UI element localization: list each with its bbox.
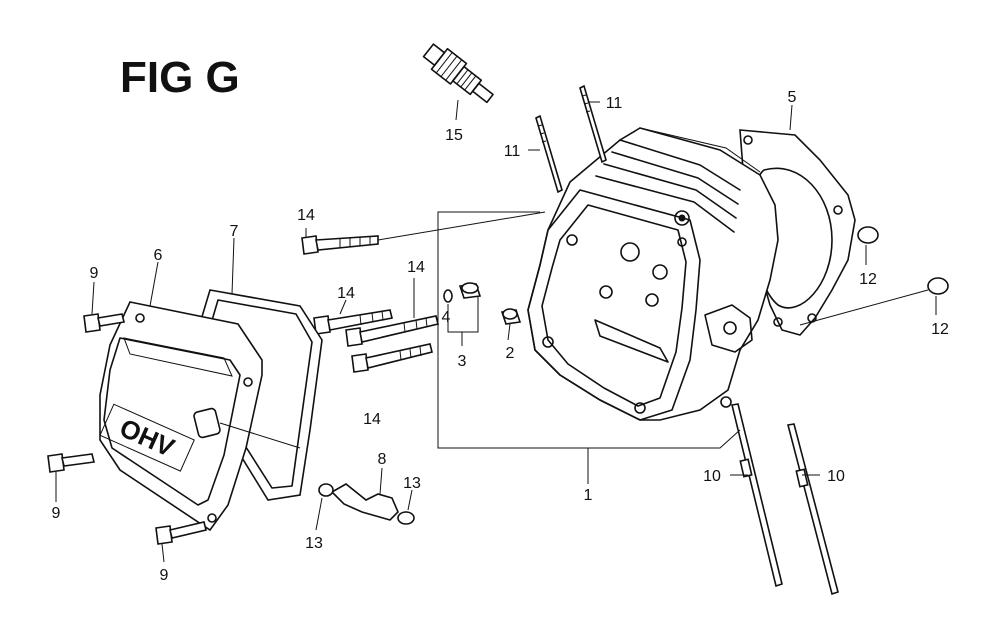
callout-8: 8 <box>378 451 387 468</box>
figure-title: FIG G <box>120 53 240 102</box>
valve-cover-drawing: OHV <box>99 301 263 532</box>
callout-7: 7 <box>230 223 239 240</box>
head-bolts-14-drawing <box>301 235 439 373</box>
cylinder-head-drawing <box>527 127 779 421</box>
breather-tube-drawing <box>318 483 415 525</box>
small-parts-drawing <box>443 282 522 325</box>
callout-3: 3 <box>458 353 467 370</box>
callout-labels: 1 2 3 4 5 6 7 8 9 9 9 10 10 11 11 12 12 … <box>52 89 949 584</box>
callout-13-right: 13 <box>403 475 421 492</box>
callout-5: 5 <box>788 89 797 106</box>
callout-12-top: 12 <box>859 271 877 288</box>
callout-14-middle-right: 14 <box>407 259 425 276</box>
callout-11-right: 11 <box>606 95 623 112</box>
callout-12-right: 12 <box>931 321 949 338</box>
callout-1: 1 <box>584 487 593 504</box>
callout-9-left: 9 <box>52 505 61 522</box>
callout-9-bottom: 9 <box>160 567 169 584</box>
leader-lines <box>55 99 937 563</box>
callout-4: 4 <box>442 309 451 326</box>
callout-9-top: 9 <box>90 265 99 282</box>
stud-bolts-10-drawing <box>731 403 839 596</box>
dowel-pins-12-drawing <box>857 226 949 295</box>
callout-14-bottom: 14 <box>363 411 381 428</box>
callout-10-left: 10 <box>703 468 721 485</box>
callout-14-middle-left: 14 <box>337 285 355 302</box>
callout-10-right: 10 <box>827 468 845 485</box>
callout-13-left: 13 <box>305 535 323 552</box>
callout-14-top: 14 <box>297 207 315 224</box>
callout-11-left: 11 <box>504 143 521 160</box>
callout-2: 2 <box>506 345 515 362</box>
callout-6: 6 <box>154 247 163 264</box>
spark-plug-drawing <box>422 43 494 104</box>
cover-bolts-9-drawing <box>47 313 207 545</box>
stud-bolts-11-drawing <box>535 84 607 194</box>
callout-15: 15 <box>445 127 463 144</box>
